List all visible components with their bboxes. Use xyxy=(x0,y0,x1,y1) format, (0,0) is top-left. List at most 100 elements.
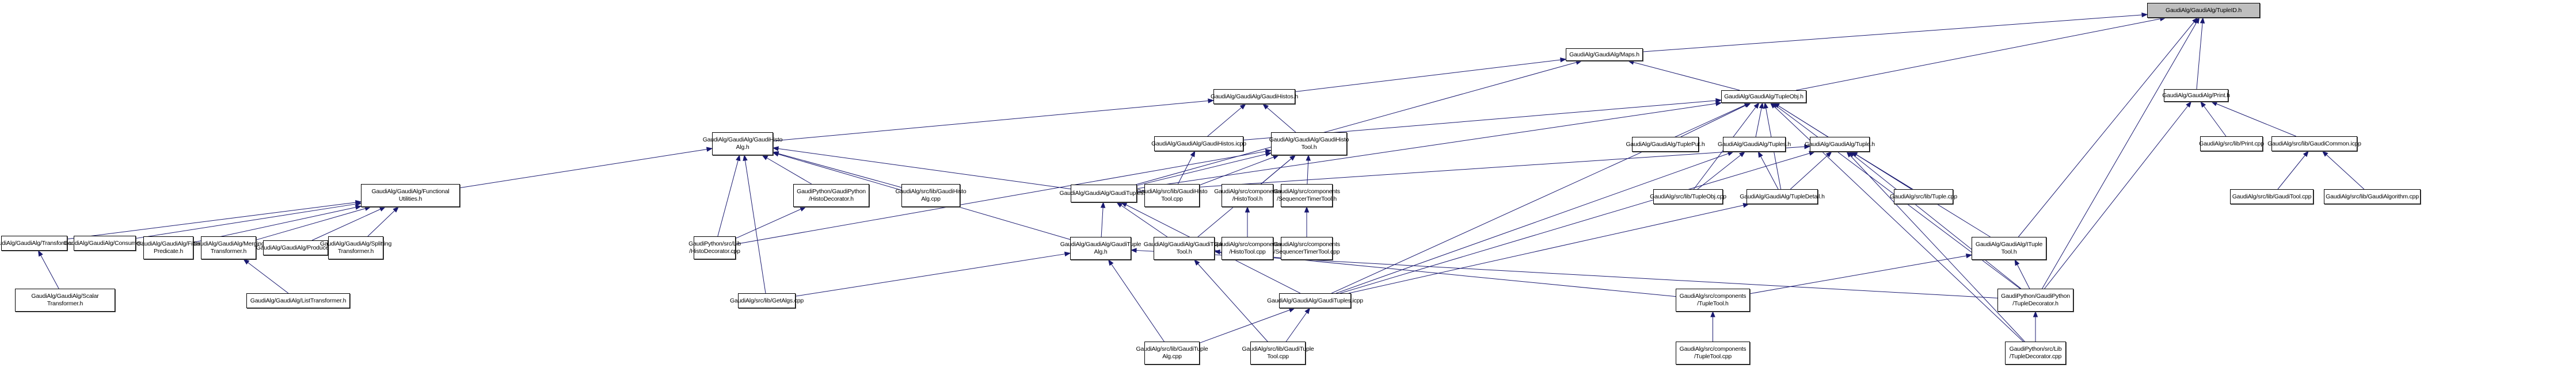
arrowhead-icon xyxy=(1846,151,1852,158)
node-print[interactable]: GaudiAlg/GaudiAlg/Print.h xyxy=(2162,89,2230,102)
node-gaudituplealgcpp[interactable]: GaudiAlg/src/lib/GaudiTuple Alg.cpp xyxy=(1136,342,1208,365)
arrowhead-icon xyxy=(1245,206,1250,213)
arrowhead-icon xyxy=(1100,201,1106,208)
node-tupleobjcpp[interactable]: GaudiAlg/src/lib/TupleObj.cpp xyxy=(1650,189,1726,204)
arrowhead-icon xyxy=(379,206,386,212)
edge-histodecocpp-to-gaudihistotool xyxy=(735,150,1272,245)
node-tupleid: GaudiAlg/GaudiAlg/TupleID.h xyxy=(2147,3,2260,18)
arrowhead-icon xyxy=(1753,102,1760,109)
arrowhead-icon xyxy=(706,147,713,152)
node-histotoolcpp[interactable]: GaudiAlg/src/components /HistoTool.cpp xyxy=(1214,237,1281,260)
arrowhead-icon xyxy=(1108,259,1114,266)
node-maps[interactable]: GaudiAlg/GaudiAlg/Maps.h xyxy=(1566,48,1643,61)
node-tupledetail[interactable]: GaudiAlg/GaudiAlg/TupleDetail.h xyxy=(1740,189,1825,204)
node-gaudihistos[interactable]: GaudiAlg/GaudiAlg/GaudiHistos.h xyxy=(1211,89,1298,104)
node-gaudihistosicpp[interactable]: GaudiAlg/GaudiAlg/GaudiHistos.icpp xyxy=(1151,136,1246,151)
node-gaudihistoalg[interactable]: GaudiAlg/GaudiAlg/GaudiHisto Alg.h xyxy=(703,132,782,155)
node-seqtimerh[interactable]: GaudiAlg/src/components /SequencerTimerT… xyxy=(1273,184,1340,207)
edge-gaudihistoalgcpp-to-gaudihistoalg xyxy=(773,152,902,188)
edge-tupledetail-to-tuples xyxy=(1757,151,1779,190)
node-tuple[interactable]: GaudiAlg/GaudiAlg/Tuple.h xyxy=(1805,137,1875,152)
arrowhead-icon xyxy=(2194,17,2200,24)
node-tupleput[interactable]: GaudiAlg/GaudiAlg/TuplePut.h xyxy=(1626,137,1705,152)
edge-maps-to-tupleid xyxy=(1642,14,2148,52)
edge-functional-to-gaudihistoalg xyxy=(459,148,713,189)
node-getalgs[interactable]: GaudiAlg/src/lib/GetAlgs.cpp xyxy=(730,293,804,308)
node-merging[interactable]: GaudiAlg/GaudiAlg/Merging Transformer.h xyxy=(192,236,265,259)
arrowhead-icon xyxy=(2141,12,2148,18)
arrowhead-icon xyxy=(355,205,362,210)
node-filterpred[interactable]: GaudiAlg/GaudiAlg/Filter Predicate.h xyxy=(136,236,200,259)
edge-consumer-to-functional xyxy=(135,202,362,239)
node-gaudituplesh[interactable]: GaudiAlg/GaudiAlg/GaudiTuples.h xyxy=(1060,185,1148,202)
node-gaudituplealg[interactable]: GaudiAlg/GaudiAlg/GaudiTuple Alg.h xyxy=(1060,237,1141,260)
arrowhead-icon xyxy=(1770,102,1776,109)
node-gauditupletoolcpp[interactable]: GaudiAlg/src/lib/GaudiTuple Tool.cpp xyxy=(1242,342,1314,365)
arrowhead-icon xyxy=(1265,149,1272,154)
node-transformer[interactable]: GaudiAlg/GaudiAlg/Transformer.h xyxy=(0,236,78,251)
node-tupletoolh[interactable]: GaudiAlg/src/components /TupleTool.h xyxy=(1676,289,1750,312)
node-producer[interactable]: GaudiAlg/GaudiAlg/Producer.h xyxy=(256,240,335,255)
node-tupledecocpp[interactable]: GaudiPython/src/Lib /TupleDecorator.cpp xyxy=(2005,342,2066,365)
node-seqtimercpp[interactable]: GaudiAlg/src/components /SequencerTimerT… xyxy=(1273,237,1340,260)
edge-tupledetail-to-tuple xyxy=(1790,151,1832,190)
arrowhead-icon xyxy=(1715,98,1722,103)
arrowhead-icon xyxy=(1193,259,1200,266)
edge-producer-to-functional xyxy=(311,206,386,241)
arrowhead-icon xyxy=(1804,144,1811,150)
edge-histodecocpp-to-histodecoh xyxy=(735,206,806,239)
edge-print-to-tupleid xyxy=(2196,17,2204,90)
node-ituple[interactable]: GaudiAlg/GaudiAlg/ITuple Tool.h xyxy=(1972,237,2046,260)
edge-gauditupletoolcpp-to-gauditupletool xyxy=(1194,259,1268,342)
arrowhead-icon xyxy=(1576,60,1582,65)
edge-tupleput-to-tupleobj xyxy=(1680,102,1751,137)
arrowhead-icon xyxy=(1239,103,1246,110)
arrowhead-icon xyxy=(355,201,362,207)
node-gaudituplesicpp[interactable]: GaudiAlg/GaudiAlg/GaudiTuples.icpp xyxy=(1267,293,1363,308)
edge-tupledecocpp-to-tuple xyxy=(1846,151,2025,342)
arrowhead-icon xyxy=(1809,151,1816,156)
node-functional[interactable]: GaudiAlg/GaudiAlg/Functional Utilities.h xyxy=(361,184,460,207)
node-tuplecpp[interactable]: GaudiAlg/src/lib/Tuple.cpp xyxy=(1890,189,1957,204)
node-listtrans[interactable]: GaudiAlg/GaudiAlg/ListTransformer.h xyxy=(246,293,350,308)
node-tuples[interactable]: GaudiAlg/GaudiAlg/Tuples.h xyxy=(1718,137,1791,152)
node-histodecoh[interactable]: GaudiPython/GaudiPython /HistoDecorator.… xyxy=(793,184,869,207)
edge-gaudituplesicpp-to-tuples xyxy=(1335,151,1734,294)
node-gaudicommon[interactable]: GaudiAlg/src/lib/GaudiCommon.icpp xyxy=(2267,136,2361,151)
arrowhead-icon xyxy=(772,146,779,151)
node-gaudihistoalgcpp[interactable]: GaudiAlg/src/lib/GaudiHisto Alg.cpp xyxy=(896,184,967,207)
node-scalar[interactable]: GaudiAlg/GaudiAlg/Scalar Transformer.h xyxy=(15,289,115,312)
node-gaudihistotool[interactable]: GaudiAlg/GaudiAlg/GaudiHisto Tool.h xyxy=(1269,132,1349,155)
node-splitting[interactable]: GaudiAlg/GaudiAlg/Splitting Transformer.… xyxy=(320,236,391,259)
edge-histodecocpp-to-gaudihistoalg xyxy=(717,155,740,237)
edge-gauditoolcpp-to-gaudicommon xyxy=(2277,151,2309,190)
edge-getalgs-to-gaudihistoalg xyxy=(744,155,766,294)
node-consumer[interactable]: GaudiAlg/GaudiAlg/Consumer.h xyxy=(63,236,146,251)
node-tupletoolcpp[interactable]: GaudiAlg/src/components /TupleTool.cpp xyxy=(1676,342,1750,365)
edge-tupledecoh-to-tupleid xyxy=(2042,17,2200,289)
edge-gaudihistotool-to-gaudihistos xyxy=(1262,103,1296,133)
arrowhead-icon xyxy=(37,250,43,257)
arrowhead-icon xyxy=(1825,151,1832,158)
node-histotoolh[interactable]: GaudiAlg/src/components /HistoTool.h xyxy=(1214,184,1281,207)
node-histodecocpp[interactable]: GaudiPython/src/Lib /HistoDecorator.cpp xyxy=(688,236,741,259)
node-gauditoolcpp[interactable]: GaudiAlg/src/lib/GaudiTool.cpp xyxy=(2230,189,2314,204)
arrowhead-icon xyxy=(2322,151,2328,157)
arrowhead-icon xyxy=(1213,249,1220,255)
edge-merging-to-functional xyxy=(256,206,371,240)
arrowhead-icon xyxy=(743,154,748,162)
node-gauditupletool[interactable]: GaudiAlg/GaudiAlg/GaudiTuple Tool.h xyxy=(1144,237,1224,260)
node-printcpp[interactable]: GaudiAlg/src/lib/Print.cpp xyxy=(2199,136,2264,151)
node-gaudihistotoolcpp[interactable]: GaudiAlg/src/lib/GaudiHisto Tool.cpp xyxy=(1137,184,1208,207)
edge-gauditupletoolcpp-to-gaudituplesicpp xyxy=(1285,308,1310,342)
arrowhead-icon xyxy=(762,155,768,160)
edge-gaudituplesh-to-maps xyxy=(1136,60,1582,185)
node-tupleobj[interactable]: GaudiAlg/GaudiAlg/TupleObj.h xyxy=(1721,90,1806,103)
edge-tupleobjcpp-to-tuples xyxy=(1697,151,1745,190)
arrowhead-icon xyxy=(393,206,399,213)
node-gaudialgcpp[interactable]: GaudiAlg/src/lib/GaudiAlgorithm.cpp xyxy=(2324,189,2421,204)
node-tupledecoh[interactable]: GaudiPython/GaudiPython /TupleDecorator.… xyxy=(1997,289,2073,312)
arrowhead-icon xyxy=(1208,98,1215,103)
edge-printcpp-to-print xyxy=(2200,101,2227,137)
